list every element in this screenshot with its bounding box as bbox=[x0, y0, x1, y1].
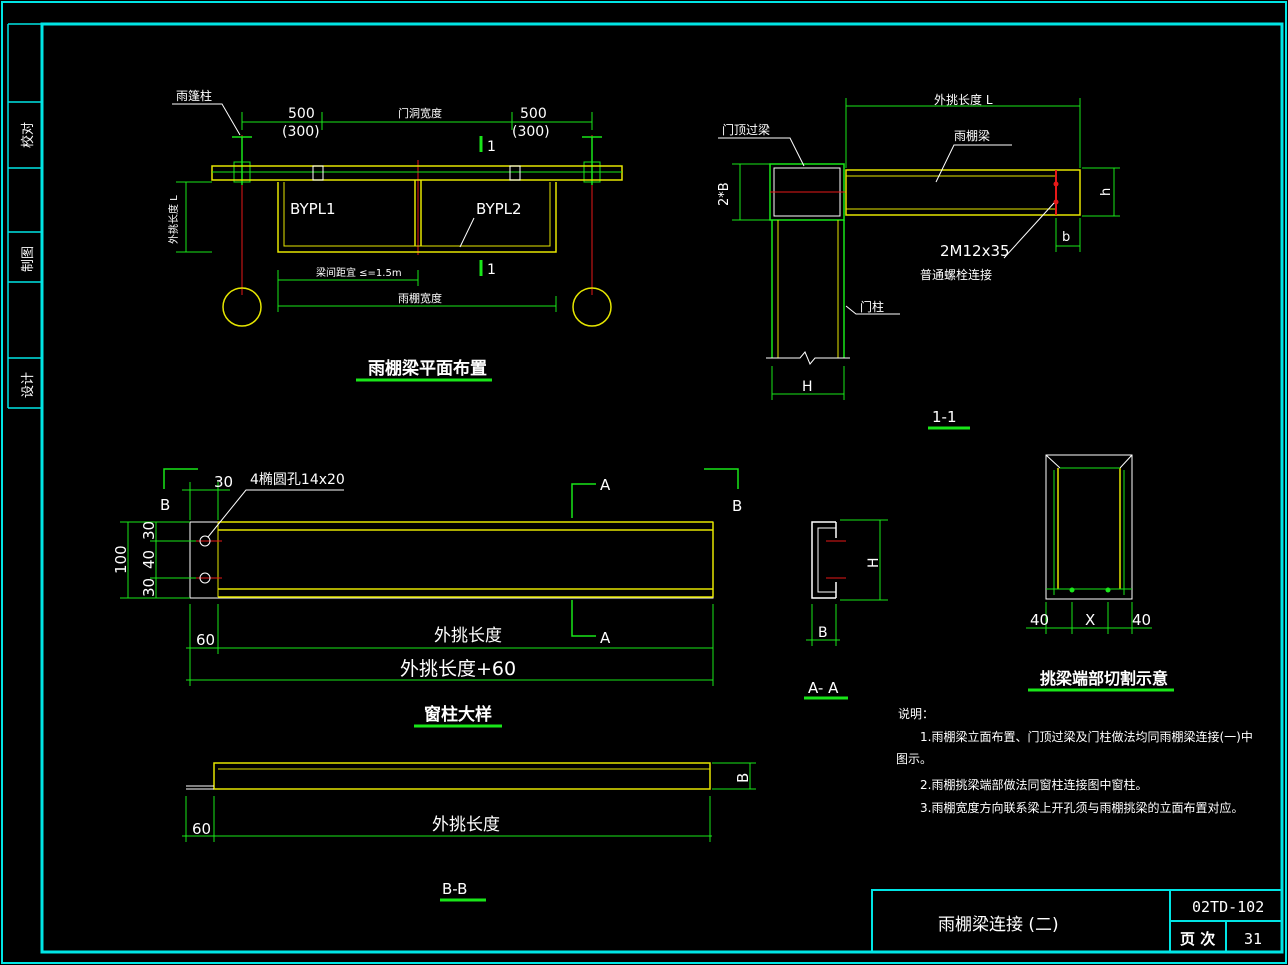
column-circle-right bbox=[572, 287, 612, 327]
s11-canopy-beam: 雨棚梁 bbox=[954, 128, 990, 143]
side-check-label: 校对 bbox=[20, 122, 36, 148]
section-1-1 bbox=[718, 98, 1120, 430]
canopy-beam-1-1 bbox=[845, 169, 1081, 216]
plan-tie-beam bbox=[211, 165, 623, 181]
s11-outer-len: 外挑长度 L bbox=[934, 92, 993, 107]
s11-bolt-desc: 普通螺栓连接 bbox=[920, 267, 992, 282]
be-dim-40-right: 40 bbox=[1132, 611, 1151, 629]
plan-view bbox=[172, 103, 623, 382]
wd-B-left: B bbox=[160, 496, 170, 514]
section-a-a bbox=[804, 519, 888, 700]
saa-B: B bbox=[818, 625, 828, 641]
wd-dim-outer: 外挑长度 bbox=[434, 626, 502, 646]
title-block bbox=[871, 889, 1283, 953]
be-dim-40-left: 40 bbox=[1030, 611, 1049, 629]
plan-dim-left-bot: (300) bbox=[282, 124, 320, 140]
plan-label-byp2: BYPL2 bbox=[476, 200, 522, 218]
bb-dim-outer: 外挑长度 bbox=[432, 815, 500, 835]
plan-dim-right-top: 500 bbox=[520, 106, 547, 122]
plan-dim-right-bot: (300) bbox=[512, 124, 550, 140]
plan-dim-outer-len: 外挑长度 L bbox=[167, 195, 180, 244]
notes-heading: 说明： bbox=[898, 706, 934, 721]
wd-A-bot: A bbox=[600, 629, 611, 647]
saa-title: A- A bbox=[808, 679, 839, 697]
s11-door-beam: 门顶过梁 bbox=[722, 122, 770, 137]
s11-H: H bbox=[802, 379, 813, 395]
notes-line2: 2.雨棚挑梁端部做法同窗柱连接图中窗柱。 bbox=[920, 777, 1147, 792]
notes-line3: 3.雨棚宽度方向联系梁上开孔须与雨棚挑梁的立面布置对应。 bbox=[920, 800, 1243, 815]
tb-atlas-no: 02TD-102 bbox=[1192, 898, 1264, 916]
window-column-elevation bbox=[189, 521, 714, 599]
beam-end-cut bbox=[1026, 454, 1174, 692]
s11-2b: 2*B bbox=[717, 182, 732, 206]
plan-section-mark-bot: 1 bbox=[487, 262, 496, 278]
saa-H: H bbox=[866, 557, 882, 568]
section-b-b bbox=[182, 762, 756, 902]
be-title: 挑梁端部切割示意 bbox=[1040, 669, 1168, 688]
wd-dim-30b: 30 bbox=[140, 578, 158, 597]
tb-page-no: 31 bbox=[1244, 930, 1262, 948]
wd-dim-30a: 30 bbox=[140, 521, 158, 540]
bb-B: B bbox=[734, 773, 752, 783]
plan-dim-beam-spacing: 梁间距宜 ≤=1.5m bbox=[316, 266, 402, 279]
bb-dim-60: 60 bbox=[192, 820, 211, 838]
s11-title: 1-1 bbox=[932, 408, 957, 426]
side-design-label: 设计 bbox=[21, 372, 36, 398]
wd-dim-outer-60: 外挑长度+60 bbox=[400, 658, 516, 680]
plan-section-mark-top: 1 bbox=[487, 139, 496, 155]
plan-dim-canopy-width: 雨棚宽度 bbox=[398, 291, 442, 305]
wd-title: 窗柱大样 bbox=[424, 704, 492, 725]
plan-title: 雨棚梁平面布置 bbox=[368, 358, 487, 379]
wd-dim-60: 60 bbox=[196, 631, 215, 649]
be-dim-x: X bbox=[1085, 611, 1095, 629]
column-circle-left bbox=[222, 287, 262, 327]
side-draw-label: 制图 bbox=[21, 246, 36, 272]
tb-drawing-title: 雨棚梁连接 (二) bbox=[938, 915, 1059, 935]
plan-dim-left-top: 500 bbox=[288, 106, 315, 122]
wd-dim-40: 40 bbox=[140, 550, 158, 569]
wd-holes: 4椭圆孔14x20 bbox=[250, 472, 345, 488]
tb-page-label: 页 次 bbox=[1180, 930, 1215, 948]
plan-byp-frame bbox=[277, 182, 557, 253]
bb-channel bbox=[213, 762, 711, 790]
plan-column-label: 雨篷柱 bbox=[176, 88, 212, 103]
notes-line1: 1.雨棚梁立面布置、门顶过梁及门柱做法均同雨棚梁连接(一)中 bbox=[920, 729, 1253, 744]
s11-b: b bbox=[1062, 230, 1070, 245]
bb-title: B-B bbox=[442, 880, 467, 898]
wd-A-top: A bbox=[600, 476, 611, 494]
s11-h: h bbox=[1099, 188, 1114, 196]
s11-door-col: 门柱 bbox=[860, 299, 884, 314]
window-column-detail bbox=[120, 468, 739, 728]
wd-dim-100: 100 bbox=[112, 545, 130, 574]
plan-dim-door-width: 门洞宽度 bbox=[398, 106, 442, 120]
plan-label-byp1: BYPL1 bbox=[290, 200, 336, 218]
notes-line1b: 图示。 bbox=[896, 752, 932, 766]
wd-B-right: B bbox=[732, 497, 742, 515]
s11-bolt: 2M12x35 bbox=[940, 242, 1010, 260]
wd-dim-30-top: 30 bbox=[214, 473, 233, 491]
